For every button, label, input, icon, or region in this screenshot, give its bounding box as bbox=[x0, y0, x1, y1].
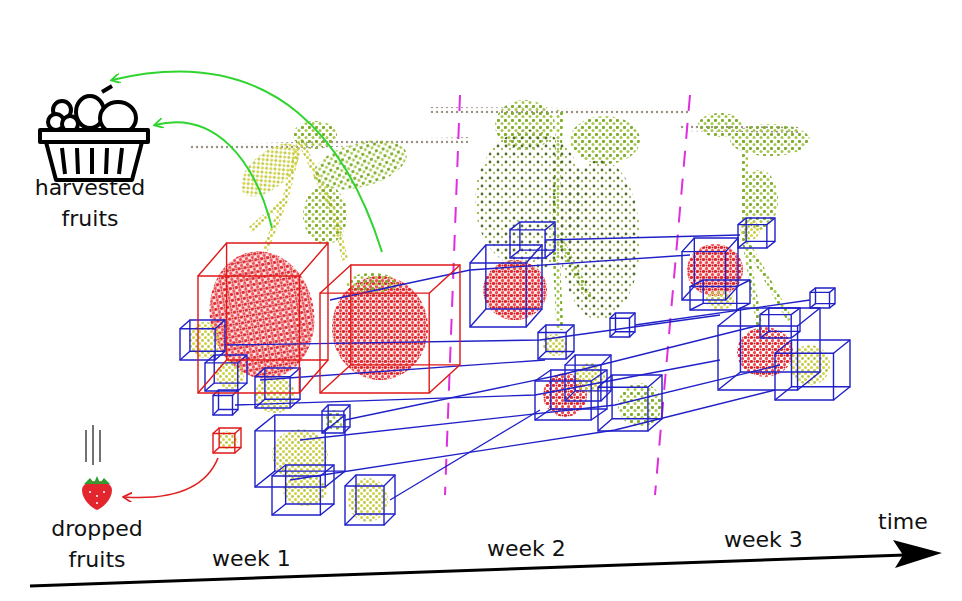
icon-caption: harvested fruits bbox=[20, 172, 160, 234]
removed-boxes bbox=[198, 243, 460, 453]
time-period-label: week 2 bbox=[487, 533, 566, 564]
time-period-label: week 1 bbox=[212, 543, 291, 574]
time-axis bbox=[30, 555, 905, 586]
week-separator bbox=[445, 95, 690, 495]
track-lines bbox=[225, 235, 810, 500]
week3-plant bbox=[687, 113, 830, 385]
harvest-arrow bbox=[112, 72, 382, 252]
icon-caption: dropped fruits bbox=[27, 513, 167, 575]
basket-icon bbox=[40, 86, 148, 180]
tracked-boxes bbox=[180, 218, 850, 525]
axis-label: time bbox=[878, 506, 928, 537]
time-arrowhead bbox=[893, 540, 942, 568]
harvest-arrow bbox=[155, 122, 272, 228]
time-period-label: week 3 bbox=[724, 524, 803, 555]
strawberry-icon bbox=[82, 425, 112, 510]
drop-arrow bbox=[124, 458, 218, 498]
